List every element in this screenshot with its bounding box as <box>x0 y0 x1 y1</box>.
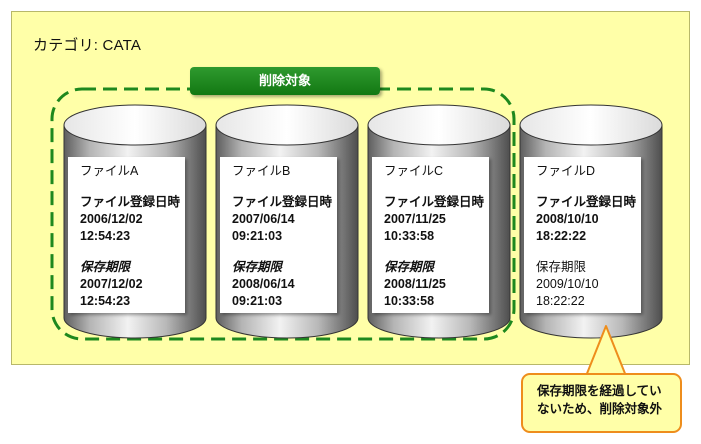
registered-time: 09:21:03 <box>232 229 283 243</box>
file-card-a: ファイルA ファイル登録日時 2006/12/02 12:54:23 保存期限 … <box>68 157 185 313</box>
file-name: ファイルC <box>384 164 444 178</box>
callout-line-2: ないため、削除対象外 <box>537 402 663 416</box>
callout-pointer <box>585 325 627 377</box>
expiry-date: 2008/11/25 <box>384 277 446 291</box>
expiry-time: 12:54:23 <box>80 294 131 308</box>
expiry-date: 2009/10/10 <box>536 277 599 291</box>
deletion-target-label: 削除対象 <box>190 67 380 95</box>
not-deleted-callout: 保存期限を経過してい ないため、削除対象外 <box>521 373 682 433</box>
category-label: カテゴリ: CATA <box>33 37 142 54</box>
expiry-time: 18:22:22 <box>536 294 585 308</box>
file-card-d: ファイルD ファイル登録日時 2008/10/10 18:22:22 保存期限 … <box>524 157 641 313</box>
file-card-b: ファイルB ファイル登録日時 2007/06/14 09:21:03 保存期限 … <box>220 157 337 313</box>
file-name: ファイルA <box>80 164 139 178</box>
registered-label: ファイル登録日時 <box>232 195 333 209</box>
registered-time: 18:22:22 <box>536 229 587 243</box>
registered-date: 2008/10/10 <box>536 212 599 226</box>
file-card-c: ファイルC ファイル登録日時 2007/11/25 10:33:58 保存期限 … <box>372 157 489 313</box>
expiry-label: 保存期限 <box>232 260 283 274</box>
registered-time: 12:54:23 <box>80 229 131 243</box>
expiry-label: 保存期限 <box>80 260 131 274</box>
expiry-label: 保存期限 <box>536 260 587 274</box>
registered-label: ファイル登録日時 <box>384 195 485 209</box>
file-name: ファイルB <box>232 164 291 178</box>
callout-line-1: 保存期限を経過してい <box>537 384 662 398</box>
registered-date: 2006/12/02 <box>80 212 143 226</box>
registered-time: 10:33:58 <box>384 229 435 243</box>
expiry-time: 09:21:03 <box>232 294 283 308</box>
expiry-label: 保存期限 <box>384 260 435 274</box>
expiry-date: 2008/06/14 <box>232 277 295 291</box>
registered-label: ファイル登録日時 <box>80 195 181 209</box>
expiry-time: 10:33:58 <box>384 294 435 308</box>
registered-date: 2007/11/25 <box>384 212 446 226</box>
expiry-date: 2007/12/02 <box>80 277 143 291</box>
file-name: ファイルD <box>536 164 596 178</box>
registered-label: ファイル登録日時 <box>536 195 637 209</box>
registered-date: 2007/06/14 <box>232 212 295 226</box>
